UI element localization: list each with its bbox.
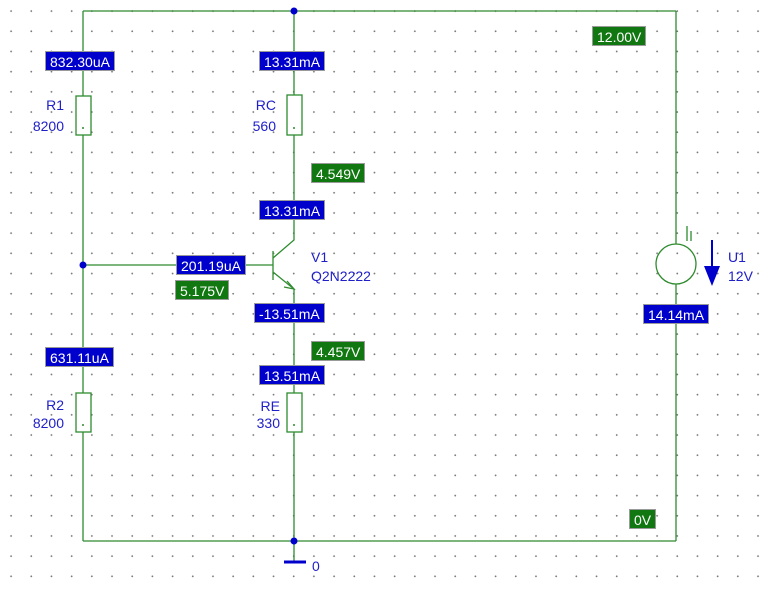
r1-value-label: 8200 xyxy=(32,118,64,134)
q1-name-label: V1 xyxy=(311,249,329,265)
rc-value-label: 560 xyxy=(252,118,276,134)
current-tag-re-top[interactable]: 13.51mA xyxy=(259,365,326,385)
resistor-re-body[interactable] xyxy=(286,392,303,433)
voltage-source-u1[interactable] xyxy=(655,226,697,285)
current-tag-r2[interactable]: 631.11uA xyxy=(45,347,114,367)
re-value-label: 330 xyxy=(256,415,280,431)
source-direction-arrow xyxy=(704,240,720,286)
rc-name-label: RC xyxy=(255,97,276,113)
r2-name-label: R2 xyxy=(46,397,64,413)
r2-value-label: 8200 xyxy=(32,415,64,431)
current-tag-collector[interactable]: 13.31mA xyxy=(259,200,326,220)
node-dot-top[interactable] xyxy=(290,7,298,15)
voltage-tag-supply[interactable]: 12.00V xyxy=(592,26,647,46)
resistor-r1-pin-dot xyxy=(82,127,84,129)
current-tag-r1[interactable]: 832.30uA xyxy=(45,51,115,71)
resistor-r1-body[interactable] xyxy=(75,95,92,136)
u1-value-label: 12V xyxy=(728,268,753,284)
node-dot-base[interactable] xyxy=(79,261,87,269)
r1-name-label: R1 xyxy=(46,97,64,113)
transistor-q1-symbol[interactable] xyxy=(272,231,296,298)
voltage-tag-collector[interactable]: 4.549V xyxy=(311,163,366,183)
resistor-r2-pin-dot xyxy=(82,424,84,426)
current-tag-base[interactable]: 201.19uA xyxy=(176,255,246,275)
ground-node-label: 0 xyxy=(312,558,320,574)
u1-name-label: U1 xyxy=(728,249,746,265)
resistor-rc-body[interactable] xyxy=(286,94,303,136)
q1-model-label: Q2N2222 xyxy=(311,268,371,284)
resistor-r2-body[interactable] xyxy=(75,392,92,433)
voltage-tag-ground[interactable]: 0V xyxy=(629,509,657,529)
re-name-label: RE xyxy=(260,398,280,414)
current-tag-source[interactable]: 14.14mA xyxy=(643,304,710,324)
voltage-tag-base[interactable]: 5.175V xyxy=(175,280,230,300)
voltage-tag-emitter[interactable]: 4.457V xyxy=(311,341,366,361)
current-tag-emitter[interactable]: -13.51mA xyxy=(254,303,325,323)
resistor-re-pin-dot xyxy=(293,424,295,426)
node-dot-bottom[interactable] xyxy=(290,537,298,545)
current-tag-rc-top[interactable]: 13.31mA xyxy=(259,51,326,71)
resistor-rc-pin-dot xyxy=(293,127,295,129)
